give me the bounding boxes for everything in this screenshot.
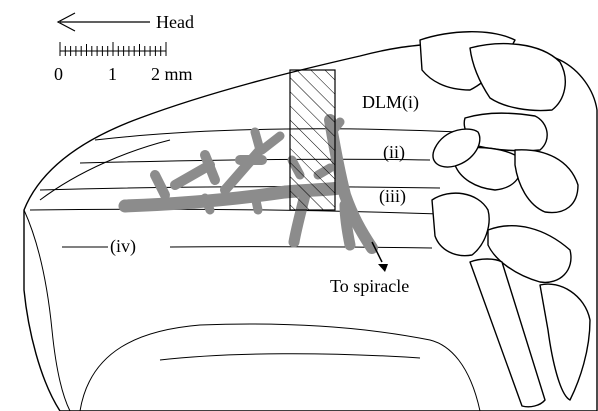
scale-label-2mm: 2 mm: [151, 64, 193, 84]
label-iv: (iv): [110, 236, 136, 257]
scale-label-0: 0: [54, 64, 63, 84]
hatched-region: [290, 70, 335, 210]
label-dlm-i: DLM(i): [362, 92, 419, 113]
head-label: Head: [156, 12, 194, 32]
muscle-iii-end: [432, 193, 489, 255]
hatched-rectangle: [290, 70, 335, 210]
scale-bar: 0 1 2 mm: [54, 42, 193, 84]
scale-bar-ticks: [60, 42, 166, 56]
spiracle-label: To spiracle: [330, 276, 409, 296]
trachea-branch-9: [255, 196, 258, 210]
orientation-indicator: Head: [58, 12, 194, 32]
scale-label-1: 1: [108, 64, 117, 84]
label-iii: (iii): [379, 186, 406, 207]
trachea-lower-branch-2: [345, 205, 350, 245]
trachea-branch-8: [205, 198, 210, 210]
label-ii: (ii): [383, 142, 405, 163]
